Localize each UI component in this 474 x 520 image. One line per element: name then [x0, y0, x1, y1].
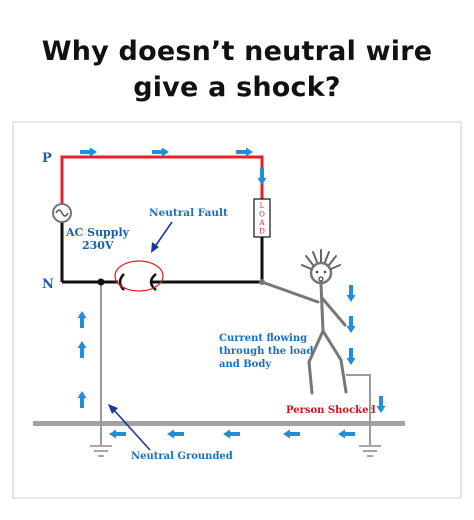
neutral-grounded-label: Neutral Grounded	[131, 451, 233, 462]
person-contact-point	[259, 279, 265, 285]
current-flow-label-1: Current flowing	[219, 333, 307, 344]
current-arrow-left	[223, 429, 240, 439]
load-letter: L	[260, 202, 265, 210]
person-shocked-label: Person Shocked	[286, 405, 375, 416]
neutral-fault-pointer-arrow	[151, 221, 173, 253]
current-arrow-left	[283, 429, 300, 439]
current-arrow-right	[152, 147, 169, 157]
current-arrow-left	[109, 429, 126, 439]
current-arrow-right	[80, 147, 97, 157]
current-arrow-right	[236, 147, 253, 157]
neutral-fault-circle	[114, 260, 164, 292]
current-arrow-up	[77, 391, 87, 408]
current-arrows	[77, 147, 386, 439]
current-arrow-up	[77, 311, 87, 328]
load-letter: A	[258, 219, 265, 227]
earth-ground-bar	[33, 421, 405, 426]
load-box	[253, 198, 271, 238]
ac-supply-label: AC Supply	[65, 226, 130, 239]
load-letter: D	[259, 228, 265, 236]
current-arrow-down	[376, 396, 386, 413]
ground-symbol-icon	[90, 445, 112, 457]
broken-neutral-right	[149, 273, 157, 291]
current-arrow-down	[346, 316, 356, 333]
current-arrow-down	[346, 348, 356, 365]
neutral-junction-dot	[97, 278, 105, 286]
phase-label: P	[42, 151, 52, 166]
title-line-2: give a shock?	[133, 72, 341, 103]
diagram-frame	[12, 121, 462, 499]
voltage-label: 230V	[82, 239, 114, 252]
current-arrow-up	[77, 341, 87, 358]
person-stick-figure-icon	[260, 249, 348, 395]
current-flow-label-2: through the load	[219, 346, 314, 357]
ac-source-icon	[52, 203, 72, 223]
person-earth-wire	[346, 374, 371, 445]
neutral-label: N	[42, 277, 54, 292]
neutral-grounded-pointer-arrow	[108, 404, 151, 451]
ground-symbol-icon	[359, 445, 381, 457]
current-arrow-left	[167, 429, 184, 439]
current-arrow-down	[346, 285, 356, 302]
title-line-1: Why doesn’t neutral wire	[41, 36, 433, 67]
current-arrow-left	[338, 429, 355, 439]
current-arrow-down	[257, 168, 267, 185]
broken-neutral-left	[118, 273, 125, 291]
neutral-fault-label: Neutral Fault	[149, 207, 228, 219]
load-letter: O	[259, 211, 265, 219]
phase-wire	[60, 155, 264, 204]
current-flow-label-3: and Body	[219, 359, 272, 370]
